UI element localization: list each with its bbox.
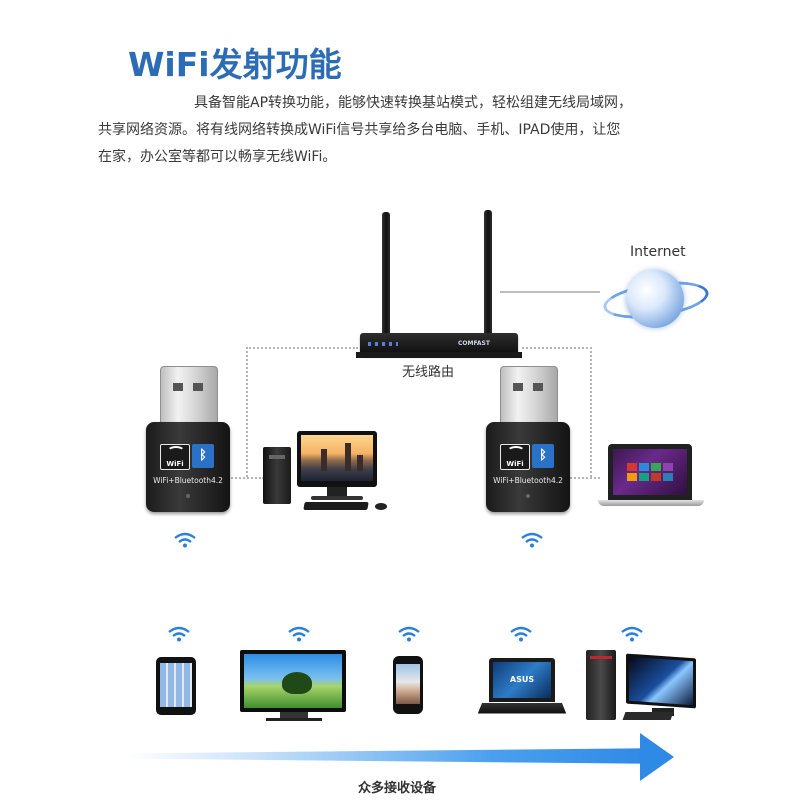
usb-plug bbox=[500, 366, 558, 426]
connector-line bbox=[246, 347, 358, 349]
bluetooth-icon: ᛒ bbox=[192, 444, 214, 468]
globe-icon bbox=[626, 270, 684, 328]
router-antenna bbox=[484, 210, 492, 342]
connector-line bbox=[228, 477, 264, 479]
desktop-monitor-icon bbox=[297, 431, 377, 487]
connector-line bbox=[570, 477, 600, 479]
wifi-signal-icon bbox=[397, 626, 421, 642]
tablet-icon bbox=[156, 657, 196, 715]
router-base bbox=[356, 352, 522, 358]
connector-line bbox=[590, 347, 592, 477]
desktop-tower-icon bbox=[263, 447, 291, 504]
tv-stand bbox=[280, 712, 308, 718]
phone-icon bbox=[393, 656, 423, 714]
asus-laptop-screen: ASUS bbox=[493, 662, 551, 698]
usb-adapter: WiFi ᛒ WiFi+Bluetooth4.2 bbox=[486, 422, 570, 512]
wifi-signal-icon bbox=[167, 626, 191, 642]
wifi-signal-icon bbox=[620, 626, 644, 642]
desktop-tower-icon bbox=[586, 650, 616, 720]
router-label: 无线路由 bbox=[402, 365, 455, 380]
wifi-signal-icon bbox=[520, 532, 544, 548]
tv-icon bbox=[240, 650, 346, 712]
monitor-foot bbox=[311, 496, 363, 500]
usb-adapter-label: WiFi+Bluetooth4.2 bbox=[493, 476, 563, 485]
wifi-signal-icon bbox=[173, 532, 197, 548]
keyboard-icon bbox=[303, 502, 369, 510]
internet-link-line bbox=[500, 291, 600, 293]
monitor-stand bbox=[327, 487, 347, 497]
description-line-3: 在家，办公室等都可以畅享无线WiFi。 bbox=[98, 149, 337, 165]
usb-plug bbox=[160, 366, 218, 426]
router-brand: COMFAST bbox=[458, 340, 490, 347]
connector-line bbox=[522, 347, 592, 349]
usb-adapter-label: WiFi+Bluetooth4.2 bbox=[153, 476, 223, 485]
usb-adapter: WiFi ᛒ WiFi+Bluetooth4.2 bbox=[146, 422, 230, 512]
router-antenna bbox=[382, 212, 390, 342]
mouse-icon bbox=[375, 503, 387, 510]
description-line-1: 具备智能AP转换功能，能够快速转换基站模式，轻松组建无线局域网， bbox=[194, 95, 633, 111]
router-leds bbox=[368, 342, 398, 346]
internet-label: Internet bbox=[630, 244, 686, 260]
arrow-band bbox=[128, 748, 648, 764]
arrow-right-icon bbox=[640, 733, 674, 781]
description: 具备智能AP转换功能，能够快速转换基站模式，轻松组建无线局域网， 共享网络资源。… bbox=[98, 90, 738, 171]
page-title: WiFi发射功能 bbox=[128, 45, 342, 84]
wifi-signal-icon bbox=[287, 626, 311, 642]
description-line-2: 共享网络资源。将有线网络转换成WiFi信号共享给多台电脑、手机、IPAD使用，让… bbox=[98, 122, 621, 138]
wifi-logo: WiFi bbox=[160, 444, 190, 470]
asus-laptop-icon: ASUS bbox=[489, 658, 555, 702]
devices-label: 众多接收设备 bbox=[358, 781, 437, 796]
connector-line bbox=[246, 347, 248, 477]
laptop-base bbox=[598, 500, 704, 506]
laptop-icon bbox=[608, 444, 692, 500]
desktop-monitor-icon bbox=[626, 653, 696, 709]
keyboard-icon bbox=[622, 712, 674, 720]
bluetooth-icon: ᛒ bbox=[532, 444, 554, 468]
tv-foot bbox=[266, 718, 322, 721]
wifi-logo: WiFi bbox=[500, 444, 530, 470]
asus-laptop-base bbox=[477, 703, 567, 714]
router-icon bbox=[360, 333, 518, 355]
wifi-signal-icon bbox=[509, 626, 533, 642]
